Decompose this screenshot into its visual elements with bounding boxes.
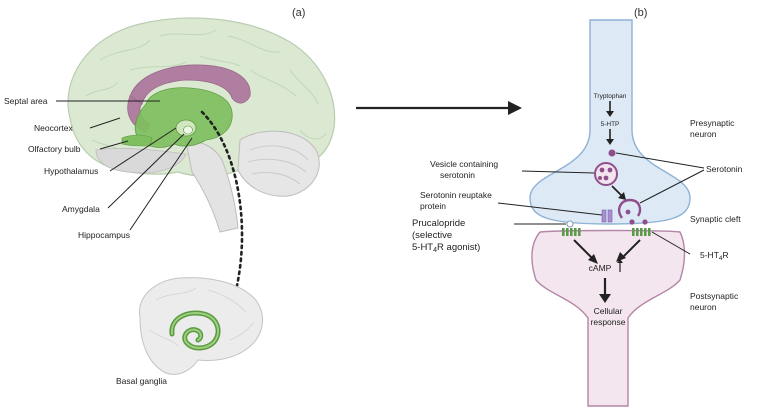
postsynaptic-label-line1: Postsynaptic bbox=[690, 291, 739, 301]
receptor-right bbox=[632, 228, 651, 236]
brainstem bbox=[185, 141, 239, 233]
leader-amygdala bbox=[107, 133, 185, 209]
cerebellum bbox=[237, 130, 320, 197]
leader-vesicle bbox=[521, 170, 595, 174]
septal-area-label: Septal area bbox=[4, 96, 48, 106]
tryptophan-label: Tryptophan bbox=[594, 93, 627, 100]
leader-neocortex bbox=[89, 117, 121, 129]
cingulate-arc bbox=[129, 64, 251, 105]
olfactory-bulb-shape bbox=[121, 134, 153, 147]
presynaptic-label-line1: Presynaptic bbox=[690, 118, 735, 128]
receptor-left-arrow bbox=[573, 239, 593, 259]
receptor-left-arrowhead bbox=[588, 254, 598, 264]
leader-hippocampus bbox=[129, 137, 193, 231]
serotonin-dot-vesicle bbox=[625, 209, 631, 215]
reuptake-label-line1: Serotonin reuptake bbox=[420, 190, 492, 200]
brain-sagittal bbox=[67, 17, 336, 233]
vesicle-arrow bbox=[611, 185, 623, 197]
vesicle-label-line1: Vesicle containing bbox=[430, 159, 498, 169]
brain-leader-lines bbox=[56, 100, 193, 231]
serotonin-dot-cleft-1 bbox=[629, 219, 635, 225]
hypothalamus-label: Hypothalamus bbox=[44, 166, 98, 176]
cerebellum-folia bbox=[247, 145, 309, 185]
brain-small bbox=[139, 277, 263, 375]
serotonin-label: Serotonin bbox=[706, 164, 743, 174]
leader-reuptake bbox=[497, 202, 603, 216]
small-brain-outline bbox=[139, 277, 263, 375]
small-brain-gyri bbox=[149, 287, 255, 347]
hippocampus-label: Hippocampus bbox=[78, 230, 130, 240]
receptor-label: 5-HT4R bbox=[700, 250, 729, 262]
basal-ganglia-highlight bbox=[170, 312, 220, 349]
receptor-left bbox=[562, 228, 581, 236]
presynaptic-neuron bbox=[529, 19, 691, 225]
camp-label: cAMP bbox=[589, 263, 612, 273]
basal-ganglia-label: Basal ganglia bbox=[116, 376, 167, 386]
leader-hypothalamus bbox=[109, 127, 177, 172]
leader-receptor bbox=[651, 231, 691, 255]
receptor-right-arrowhead bbox=[616, 252, 626, 262]
amygdala-shape bbox=[183, 125, 193, 135]
postsynaptic-label-line2: neuron bbox=[690, 302, 717, 312]
cellular-response-line2: response bbox=[591, 317, 626, 327]
synaptic-cleft-label: Synaptic cleft bbox=[690, 214, 741, 224]
panel-a-label: (a) bbox=[292, 7, 305, 19]
tryptophan-arrowhead bbox=[606, 111, 614, 117]
releasing-vesicle bbox=[618, 198, 642, 219]
neocortex-label: Neocortex bbox=[34, 123, 73, 133]
camp-to-response-arrowhead bbox=[599, 294, 611, 303]
amygdala-label: Amygdala bbox=[62, 204, 100, 214]
leader-serotonin-top bbox=[615, 152, 705, 169]
serotonin-dot-top bbox=[608, 149, 616, 157]
prucalopride-label-line3: 5-HT4R agonist) bbox=[412, 242, 480, 254]
prucalopride-label-line1: Prucalopride bbox=[412, 218, 465, 229]
presynaptic-label-line2: neuron bbox=[690, 129, 717, 139]
vesicle-arrowhead bbox=[618, 192, 626, 200]
vesicle-label-line2: serotonin bbox=[440, 170, 475, 180]
serotonin-vesicle bbox=[594, 162, 618, 186]
five-htp-arrowhead bbox=[606, 139, 614, 145]
cellular-response-line1: Cellular bbox=[594, 306, 623, 316]
panel-b-label: (b) bbox=[634, 7, 647, 19]
camp-up-arrowhead bbox=[617, 259, 623, 263]
transition-arrow bbox=[356, 101, 522, 115]
reuptake-protein bbox=[601, 209, 613, 223]
reuptake-label-line2: protein bbox=[420, 201, 446, 211]
prucalopride-label-line2: (selective bbox=[412, 230, 452, 241]
leader-serotonin-bottom bbox=[639, 169, 705, 204]
synapse-leader-lines bbox=[497, 152, 705, 255]
olfactory-bulb-label: Olfactory bulb bbox=[28, 144, 81, 154]
leader-olfactory bbox=[99, 140, 129, 150]
serotonin-dot-cleft-2 bbox=[642, 219, 648, 225]
prucalopride-molecule bbox=[566, 220, 574, 228]
five-htp-label: 5-HTP bbox=[601, 121, 620, 128]
receptor-right-arrow bbox=[623, 239, 641, 257]
